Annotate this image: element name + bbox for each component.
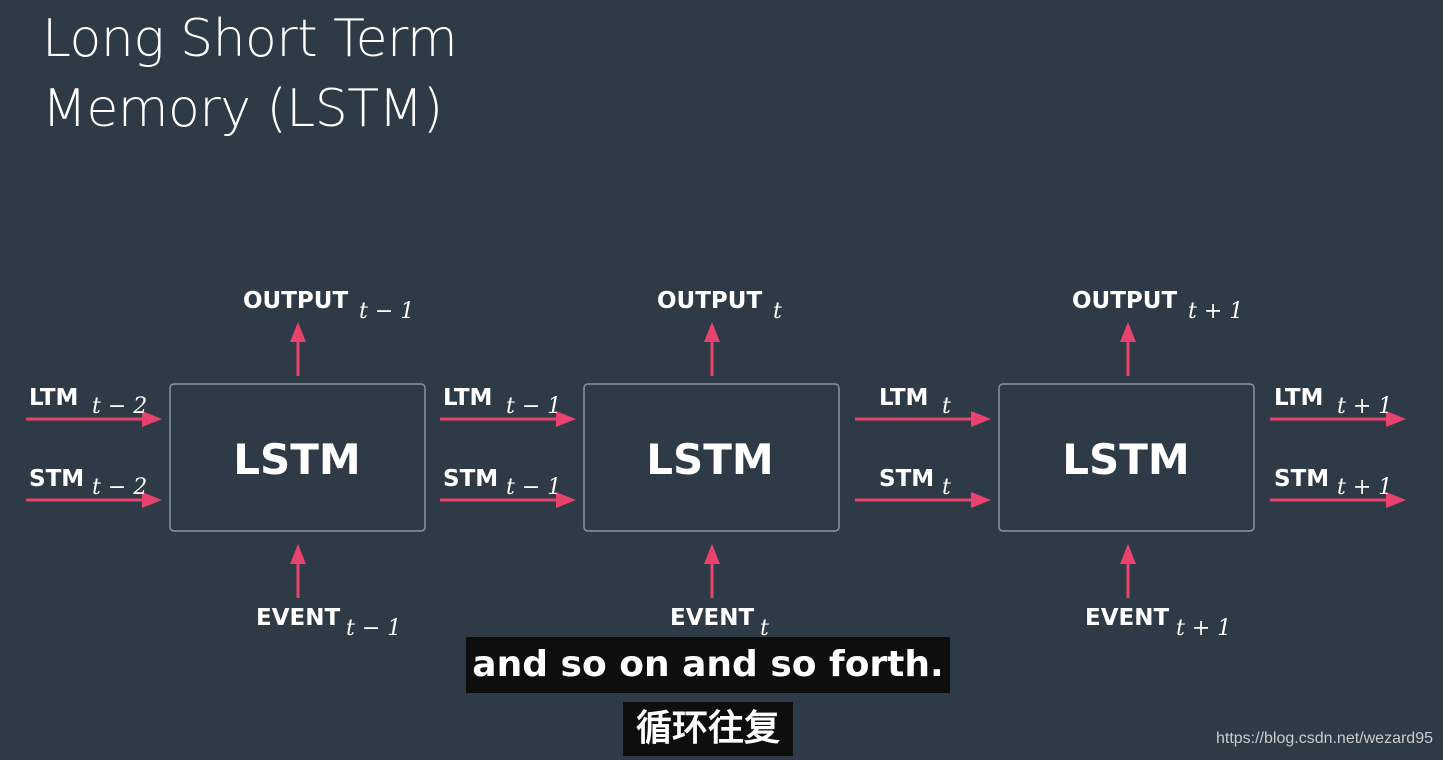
ltm-out-label: LTM: [1274, 385, 1323, 411]
output-label-2: OUTPUT: [657, 288, 762, 314]
caption-english: and so on and so forth.: [466, 637, 950, 693]
stm-in-arrow-1: [26, 492, 162, 508]
stm-out-arrow: [1270, 492, 1406, 508]
stm-in-sub-2: t − 1: [506, 475, 561, 500]
lstm-box-1: [169, 383, 426, 532]
lstm-box-label-1: LSTM: [233, 435, 360, 484]
ltm-in-sub-1: t − 2: [92, 394, 147, 419]
stm-in-sub-1: t − 2: [92, 475, 147, 500]
output-arrow-3: [1120, 322, 1136, 376]
final-outputs: LTM t + 1 STM t + 1: [1270, 385, 1406, 508]
ltm-in-label-1: LTM: [29, 385, 78, 411]
event-label-1: EVENT: [256, 605, 340, 631]
lstm-box-3: [998, 383, 1255, 532]
lstm-box-label-2: LSTM: [646, 435, 773, 484]
output-label-3: OUTPUT: [1072, 288, 1177, 314]
lstm-box-2: [583, 383, 840, 532]
event-label-3: EVENT: [1085, 605, 1169, 631]
stm-in-label-2: STM: [443, 466, 498, 492]
output-sub-3: t + 1: [1188, 299, 1243, 324]
event-sub-2: t: [760, 616, 769, 641]
ltm-in-sub-2: t − 1: [506, 394, 561, 419]
title-line-1: Long Short Term: [42, 9, 458, 69]
event-arrow-2: [704, 544, 720, 598]
event-arrow-1: [290, 544, 306, 598]
event-sub-1: t − 1: [346, 616, 401, 641]
event-arrow-3: [1120, 544, 1136, 598]
stm-out-label: STM: [1274, 466, 1329, 492]
lstm-cell-3: LSTM OUTPUT t + 1 EVENT t + 1 LTM t STM …: [855, 288, 1255, 641]
stm-out-sub: t + 1: [1337, 475, 1392, 500]
ltm-out-sub: t + 1: [1337, 394, 1392, 419]
watermark-url: https://blog.csdn.net/wezard95: [1215, 730, 1433, 747]
ltm-out-arrow: [1270, 411, 1406, 427]
ltm-in-sub-3: t: [942, 394, 951, 419]
output-sub-1: t − 1: [359, 299, 414, 324]
lstm-cell-1: LSTM OUTPUT t − 1 EVENT t − 1 LTM t − 2 …: [26, 288, 426, 641]
title-line-2: Memory (LSTM): [42, 79, 443, 139]
ltm-in-arrow-2: [440, 411, 576, 427]
ltm-in-label-2: LTM: [443, 385, 492, 411]
stm-in-arrow-2: [440, 492, 576, 508]
ltm-in-label-3: LTM: [879, 385, 928, 411]
output-arrow-2: [704, 322, 720, 376]
lstm-box-label-3: LSTM: [1062, 435, 1189, 484]
lstm-cell-2: LSTM OUTPUT t EVENT t LTM t − 1 STM t − …: [440, 288, 840, 641]
event-label-2: EVENT: [670, 605, 754, 631]
event-sub-3: t + 1: [1176, 616, 1231, 641]
ltm-in-arrow-1: [26, 411, 162, 427]
caption-chinese: 循环往复: [623, 702, 793, 756]
stm-in-label-3: STM: [879, 466, 934, 492]
stm-in-sub-3: t: [942, 475, 951, 500]
stm-in-label-1: STM: [29, 466, 84, 492]
output-arrow-1: [290, 322, 306, 376]
output-label-1: OUTPUT: [243, 288, 348, 314]
output-sub-2: t: [773, 299, 782, 324]
page-title: Long Short Term Memory (LSTM): [42, 4, 458, 144]
ltm-in-arrow-3: [855, 411, 991, 427]
stm-in-arrow-3: [855, 492, 991, 508]
